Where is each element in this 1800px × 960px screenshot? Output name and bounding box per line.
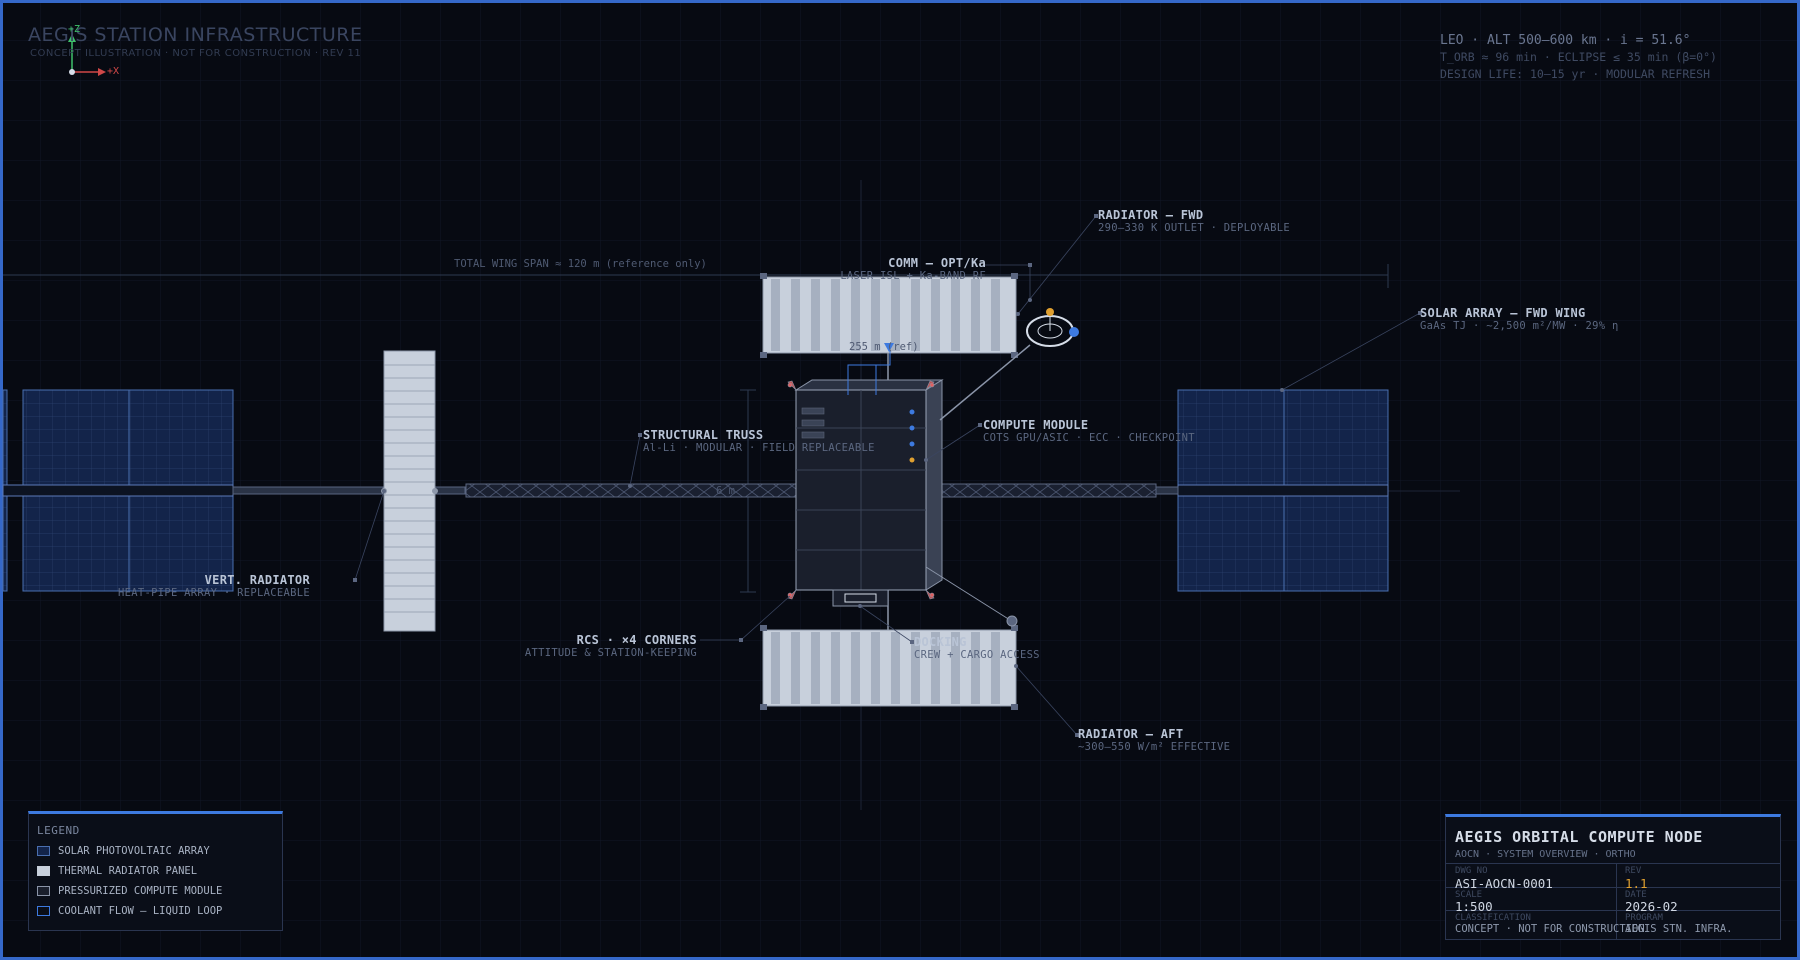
scale-value: 1:500	[1455, 899, 1493, 914]
rev-label: REV	[1625, 866, 1642, 876]
program-value: AEGIS STN. INFRA.	[1625, 923, 1733, 935]
callout-structural-truss: STRUCTURAL TRUSS Al-Li · MODULAR · FIELD…	[643, 428, 875, 454]
legend-label-coolant: COOLANT FLOW — LIQUID LOOP	[58, 905, 223, 917]
title-block-sub: AOCN · SYSTEM OVERVIEW · ORTHO	[1455, 849, 1636, 860]
callout-solar-fwd-sub: GaAs TJ · ~2,500 m²/MW · 29% η	[1420, 320, 1619, 332]
dwg-label: DWG NO	[1455, 866, 1488, 876]
comm-antenna	[939, 308, 1079, 421]
callout-rcs: RCS · ×4 CORNERS ATTITUDE & STATION-KEEP…	[525, 633, 697, 659]
callout-docking-sub: CREW + CARGO ACCESS	[914, 649, 1040, 661]
scale-label: SCALE	[1455, 890, 1483, 900]
callout-solar-fwd-title: SOLAR ARRAY — FWD WING	[1420, 306, 1586, 320]
orbit-line-3: DESIGN LIFE: 10–15 yr · MODULAR REFRESH	[1440, 67, 1711, 81]
drawing-title: AEGIS STATION INFRASTRUCTURE	[28, 24, 363, 46]
program-label: PROGRAM	[1625, 913, 1663, 923]
legend-item-solar: SOLAR PHOTOVOLTAIC ARRAY	[37, 841, 282, 861]
orbit-line-1: LEO · ALT 500–600 km · i = 51.6°	[1440, 33, 1691, 48]
callout-solar-fwd: SOLAR ARRAY — FWD WING GaAs TJ · ~2,500 …	[1420, 306, 1619, 332]
rcs-thrusters	[787, 380, 935, 600]
callout-rcs-title: RCS · ×4 CORNERS	[576, 633, 697, 647]
solar-array-aft-wing	[2, 389, 234, 592]
structural-truss	[232, 483, 1179, 498]
legend-swatch-solar	[37, 846, 50, 856]
solar-array-fwd-wing	[1177, 389, 1389, 592]
date-value: 2026-02	[1625, 899, 1678, 914]
legend-title: LEGEND	[37, 824, 80, 837]
callout-vert-radiator: VERT. RADIATOR HEAT-PIPE ARRAY · REPLACE…	[118, 573, 310, 599]
vertical-radiator	[381, 350, 438, 632]
wing-span-label: TOTAL WING SPAN ≈ 120 m (reference only)	[454, 258, 707, 270]
dwg-value: ASI-AOCN-0001	[1455, 876, 1553, 891]
legend-swatch-module	[37, 886, 50, 896]
callout-vert-radiator-title: VERT. RADIATOR	[204, 573, 310, 587]
callout-radiator-aft-title: RADIATOR — AFT	[1078, 727, 1184, 741]
wing-span-dimension	[3, 264, 1389, 288]
legend-panel: LEGEND SOLAR PHOTOVOLTAIC ARRAY THERMAL …	[28, 811, 283, 931]
callout-comm-sub: LASER ISL + Ka-BAND RF	[840, 270, 986, 282]
legend-swatch-radiator	[37, 866, 50, 876]
legend-item-module: PRESSURIZED COMPUTE MODULE	[37, 881, 282, 901]
module-height-label: 255 m (ref)	[849, 341, 919, 353]
title-block-name: AEGIS ORBITAL COMPUTE NODE	[1455, 828, 1703, 846]
orbit-line-2: T_ORB ≈ 96 min · ECLIPSE ≤ 35 min (β=0°)	[1440, 50, 1717, 64]
callout-rcs-sub: ATTITUDE & STATION-KEEPING	[524, 647, 697, 659]
axes-indicator	[68, 34, 106, 76]
truss-length-label: 6 m	[716, 485, 735, 497]
date-label: DATE	[1625, 890, 1647, 900]
callout-radiator-fwd-title: RADIATOR — FWD	[1098, 208, 1204, 222]
callout-comm: COMM — OPT/Ka LASER ISL + Ka-BAND RF	[840, 256, 986, 282]
legend-label-solar: SOLAR PHOTOVOLTAIC ARRAY	[58, 845, 210, 857]
callout-radiator-fwd-sub: 290–330 K OUTLET · DEPLOYABLE	[1098, 222, 1291, 234]
docking-port	[925, 566, 1018, 627]
legend-item-radiator: THERMAL RADIATOR PANEL	[37, 861, 282, 881]
callout-vert-radiator-sub: HEAT-PIPE ARRAY · REPLACEABLE	[117, 587, 310, 599]
legend-swatch-coolant	[37, 906, 50, 916]
callout-docking-title: DOCKING	[914, 635, 967, 649]
axis-z-label: +Z	[68, 24, 81, 35]
callout-compute-title: COMPUTE MODULE	[983, 418, 1089, 432]
callout-docking: DOCKING CREW + CARGO ACCESS	[914, 635, 1040, 661]
drawing-subtitle: CONCEPT ILLUSTRATION · NOT FOR CONSTRUCT…	[30, 48, 362, 59]
coolant-flow-lines	[847, 343, 894, 395]
classification-value: CONCEPT · NOT FOR CONSTRUCTION	[1455, 923, 1645, 935]
callout-truss-sub: Al-Li · MODULAR · FIELD REPLACEABLE	[643, 442, 875, 454]
orbit-info: LEO · ALT 500–600 km · i = 51.6° T_ORB ≈…	[1440, 32, 1717, 83]
radiator-fwd-panel	[760, 273, 1018, 358]
callout-nodes	[353, 214, 1422, 737]
axis-x-label: +X	[107, 66, 120, 77]
callout-radiator-aft: RADIATOR — AFT ~300–550 W/m² EFFECTIVE	[1078, 727, 1230, 753]
rev-value: 1.1	[1625, 876, 1648, 891]
radiator-aft-panel	[760, 625, 1018, 710]
classification-label: CLASSIFICATION	[1455, 913, 1531, 923]
callout-radiator-fwd: RADIATOR — FWD 290–330 K OUTLET · DEPLOY…	[1098, 208, 1290, 234]
callout-compute-sub: COTS GPU/ASIC · ECC · CHECKPOINT	[983, 432, 1195, 444]
callout-truss-title: STRUCTURAL TRUSS	[643, 428, 764, 442]
legend-label-module: PRESSURIZED COMPUTE MODULE	[58, 885, 223, 897]
compute-module	[794, 379, 944, 607]
callout-comm-title: COMM — OPT/Ka	[888, 256, 986, 270]
title-block: AEGIS ORBITAL COMPUTE NODE AOCN · SYSTEM…	[1445, 814, 1781, 940]
legend-item-coolant: COOLANT FLOW — LIQUID LOOP	[37, 901, 282, 921]
callout-radiator-aft-sub: ~300–550 W/m² EFFECTIVE	[1078, 741, 1231, 753]
callout-compute-module: COMPUTE MODULE COTS GPU/ASIC · ECC · CHE…	[983, 418, 1195, 444]
legend-label-radiator: THERMAL RADIATOR PANEL	[58, 865, 198, 877]
